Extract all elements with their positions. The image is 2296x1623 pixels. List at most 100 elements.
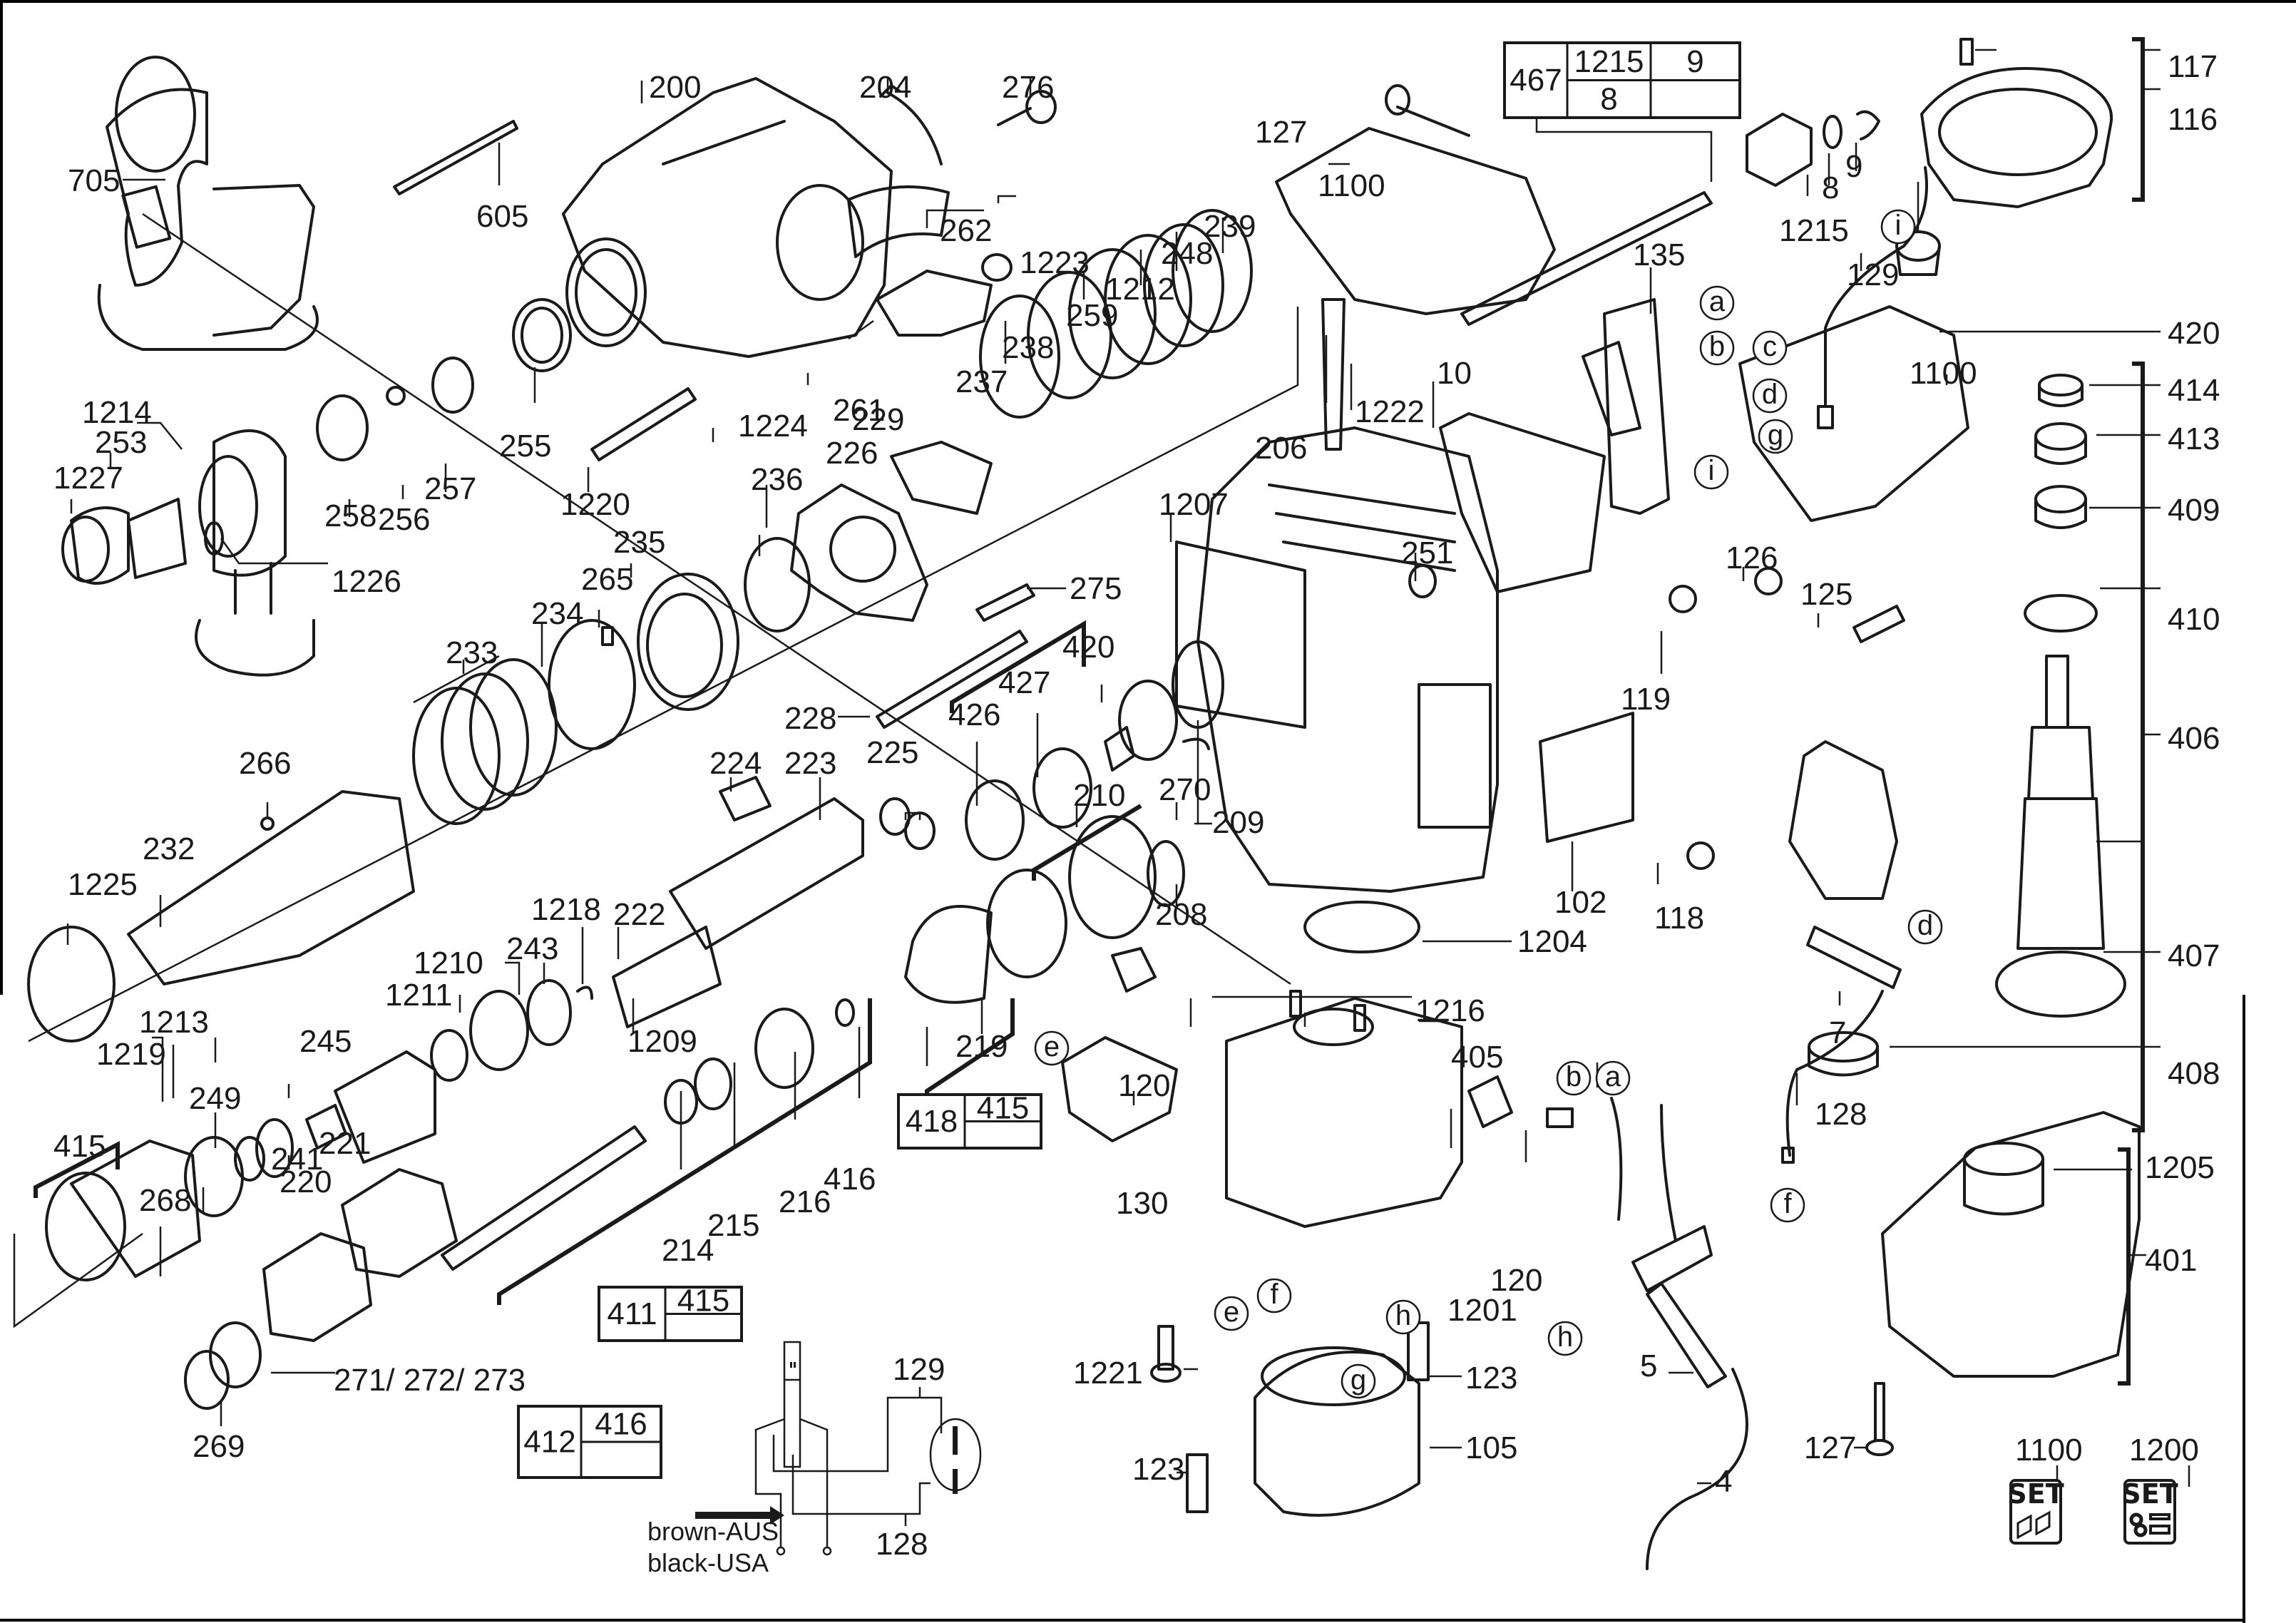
callout-275: 275: [1070, 571, 1122, 606]
callout-1225: 1225: [68, 867, 138, 902]
ring-426-part: [965, 779, 1025, 861]
seals-screws-grease-set-icon: [2129, 1512, 2171, 1537]
connection-circle: [1256, 1278, 1292, 1314]
callout-427: 427: [998, 665, 1050, 700]
callout-1207: 1207: [1159, 487, 1229, 522]
pin-7-part: [1806, 926, 1902, 989]
callout-127a: 127: [1255, 115, 1307, 150]
gear-housing-part: [562, 77, 893, 358]
brush-holder-120b-part: [1467, 1075, 1513, 1128]
plate-229-part: [890, 441, 993, 515]
callout-237: 237: [955, 364, 1008, 399]
gear-219-part: [986, 869, 1067, 978]
connection-point-f2: f: [1770, 1187, 1805, 1223]
connection-circle: [1699, 330, 1735, 366]
connection-point-h2: h: [1547, 1321, 1583, 1356]
terminal-f-part: [1781, 1147, 1795, 1164]
connection-circle: [1907, 909, 1943, 945]
pin-245-part: [305, 1104, 347, 1150]
callout-1216: 1216: [1415, 993, 1485, 1028]
power-cord-part: [1610, 1097, 1748, 1570]
callout-276: 276: [1002, 70, 1054, 105]
clip-209-part: [1182, 737, 1210, 750]
callout-208: 208: [1155, 897, 1207, 932]
ring-416-part: [835, 998, 855, 1027]
callout-253: 253: [95, 425, 147, 460]
callout-210: 210: [1073, 778, 1125, 813]
callout-255: 255: [499, 429, 551, 464]
set-text: SET: [2007, 1478, 2064, 1510]
callout-1209: 1209: [627, 1024, 697, 1059]
depth-rod-part: [393, 120, 518, 195]
callout-233: 233: [446, 635, 498, 670]
connection-point-i2: i: [1693, 454, 1729, 490]
ring-1219-part: [234, 1136, 265, 1182]
callout-236: 236: [751, 462, 803, 497]
kit-cell: 9: [1686, 44, 1703, 79]
connection-point-c1: c: [1752, 330, 1788, 366]
rings-233-part: [412, 658, 558, 825]
block-1215-part: [1746, 113, 1813, 187]
callout-10: 10: [1437, 356, 1472, 391]
ring-258-part: [316, 394, 369, 461]
kit-cell: 1215: [1574, 44, 1644, 79]
connection-point-b2: b: [1556, 1060, 1592, 1096]
connection-letter: h: [1557, 1321, 1573, 1353]
assembly-bracket-425: [950, 620, 1086, 713]
connection-letter: i: [1895, 210, 1902, 241]
connection-letter: d: [1917, 910, 1933, 941]
callout-1224: 1224: [738, 409, 808, 444]
assembly-bracket-210: [1032, 804, 1142, 881]
callout-1223: 1223: [1020, 245, 1090, 280]
screw-1223-part: [981, 253, 1013, 282]
callout-127b: 127: [1804, 1430, 1856, 1465]
callout-414: 414: [2168, 373, 2220, 408]
callout-116: 116: [2168, 102, 2218, 137]
brush-holder-housing-part: [1788, 740, 1898, 900]
callout-120a: 120: [1118, 1068, 1170, 1103]
callout-420b: 420: [1062, 630, 1114, 665]
callout-251: 251: [1401, 536, 1453, 570]
connection-circle: [1595, 1060, 1631, 1096]
connection-circle: [1556, 1060, 1592, 1096]
callout-241: 241: [271, 1142, 323, 1177]
callout-245: 245: [299, 1024, 352, 1059]
switch-135-part: [1603, 298, 1670, 515]
wiring-legend-line1: brown-AUS: [647, 1517, 779, 1546]
connection-letter: a: [1605, 1061, 1621, 1092]
pin-224-part: [719, 776, 772, 821]
callout-128a: 128: [1815, 1097, 1867, 1132]
callout-235: 235: [613, 525, 665, 560]
axis-guide-lower: [142, 213, 1291, 985]
callout-415a: 415: [53, 1129, 106, 1164]
ring-1204-part: [1303, 901, 1420, 953]
callout-7: 7: [1829, 1015, 1846, 1050]
callout-130: 130: [1116, 1186, 1168, 1221]
piston-223-part: [669, 797, 864, 950]
sleeve-216-part: [754, 1008, 814, 1089]
kit-cell: 8: [1600, 81, 1617, 116]
grip-10-part: [1439, 412, 1606, 593]
screw-119-part: [1669, 585, 1697, 613]
bearing-408-part: [1808, 1031, 1879, 1077]
connection-circle: [1758, 419, 1793, 454]
connection-circle: [1699, 285, 1735, 321]
callout-270: 270: [1159, 772, 1211, 807]
seal-270-part: [1172, 640, 1224, 729]
callout-4: 4: [1715, 1464, 1732, 1499]
callout-416a: 416: [824, 1162, 876, 1197]
armature-406-part: [1995, 655, 2126, 1018]
callout-206: 206: [1255, 431, 1307, 466]
ring-427-part: [1032, 747, 1092, 829]
connection-point-h1: h: [1385, 1299, 1421, 1335]
set-text: SET: [2121, 1478, 2178, 1510]
clamp-125-part: [1852, 605, 1905, 643]
callout-1220: 1220: [560, 487, 630, 522]
connection-circle: [1752, 330, 1788, 366]
gears-220-221-part: [184, 1168, 458, 1410]
